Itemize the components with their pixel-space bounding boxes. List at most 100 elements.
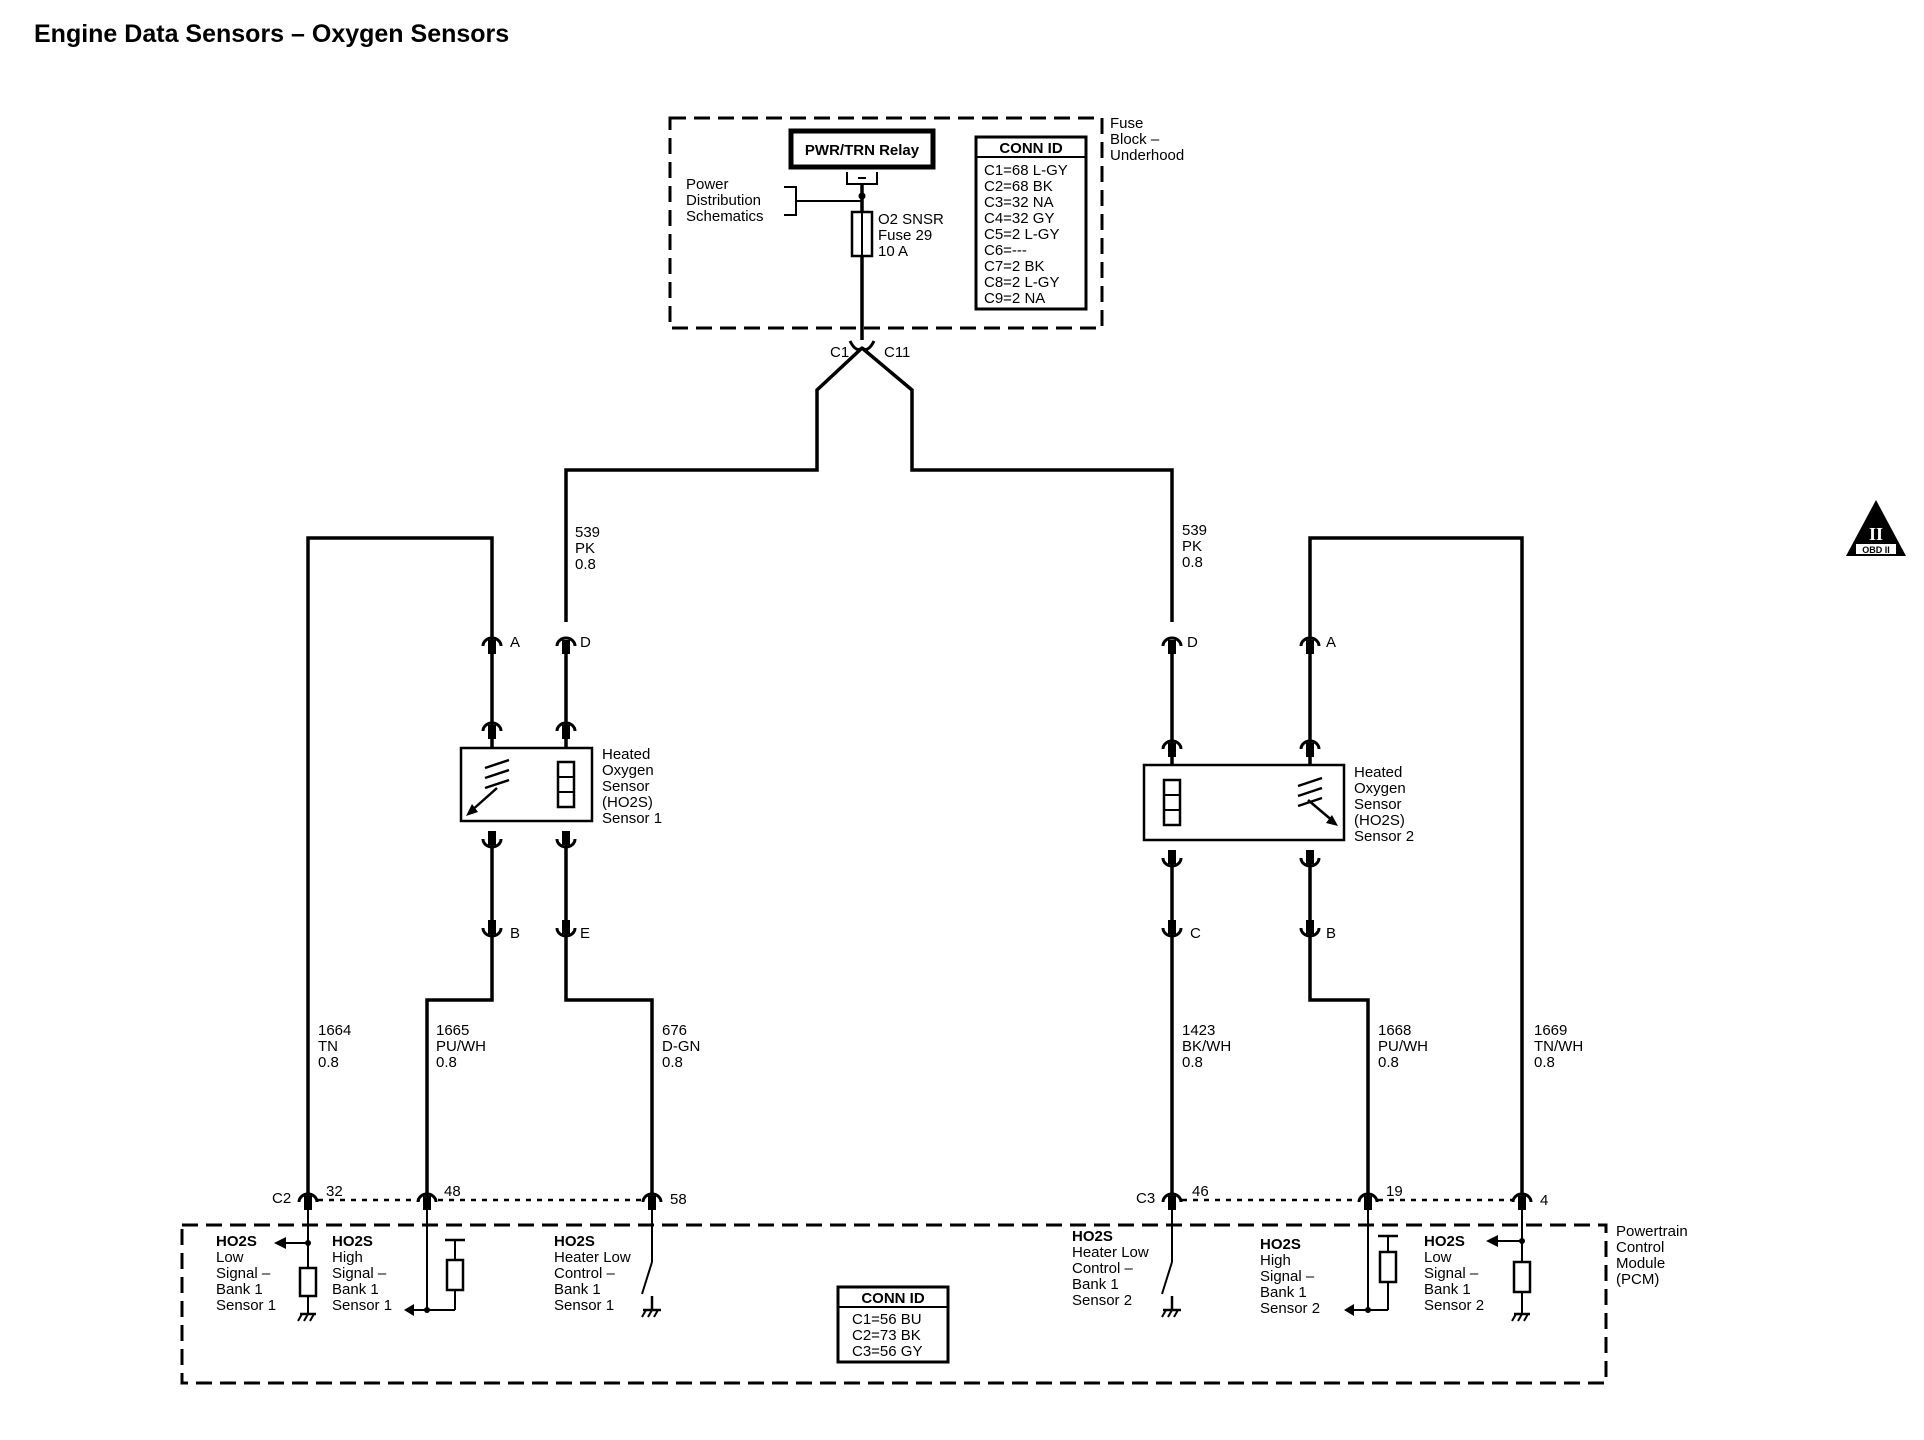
pcm-conn-table [836,1285,950,1364]
ho2s-sensor-2: D A Heated Oxygen Sensor (HO2S) Sensor 2… [1142,536,1524,1198]
pin-label: A [1326,634,1336,651]
pcm-circuit-label: Control – [554,1265,616,1282]
connector-pin-b [1299,918,1321,938]
obd-numeral: II [1869,524,1883,544]
arrow-left-icon [1344,1304,1354,1316]
pcm-circuit-label: Control – [1072,1260,1134,1277]
connector-pin-c [1161,918,1183,938]
power-ref-1: Power [686,176,729,193]
pin-label: D [1187,634,1198,651]
wire-1664 [306,536,494,1198]
pcm-circuit-label: Sensor 2 [1424,1297,1484,1314]
pcm-label: Powertrain [1616,1223,1688,1240]
wire-label: 0.8 [1534,1054,1555,1071]
pcm-circuit-label: Signal – [1424,1265,1479,1282]
wire-1669 [1308,536,1524,1198]
pin-label: E [580,925,590,942]
wire-label: BK/WH [1182,1038,1231,1055]
pcm-circuit-label: Sensor 1 [554,1297,614,1314]
pcm-conn-row: C2=73 BK [852,1327,921,1344]
ground-icon [296,1312,318,1323]
sensor-1-label: Sensor [602,778,650,795]
fuse-conn-row: C2=68 BK [984,178,1053,195]
resistor-icon [445,1258,465,1292]
ground-icon [1510,1312,1532,1323]
wire-1668 [1308,850,1370,1198]
pcm-circuit-label: Sensor 1 [332,1297,392,1314]
pcm-conn-row: C3=56 GY [852,1343,922,1360]
obd-ii-icon [1846,500,1906,556]
wire-label: 1668 [1378,1022,1411,1039]
pcm-circuit-label: HO2S [1072,1228,1113,1245]
sensor-1-label: Sensor 1 [602,810,662,827]
connector-pin-a [481,636,503,656]
pcm-label: Control [1616,1239,1664,1256]
pcm-circuit-label: Heater Low [554,1249,631,1266]
fuse-block-outline [668,116,1104,330]
pcm-circuit-label: Signal – [332,1265,387,1282]
fuse-label-3: 10 A [878,243,908,260]
arrow-left-icon [274,1237,286,1249]
wire-label: 676 [662,1022,687,1039]
pcm-circuit-label: Heater Low [1072,1244,1149,1261]
pcm-pin-label: 32 [326,1183,343,1200]
pcm-circuit-label: HO2S [332,1233,373,1250]
wire-label: PU/WH [436,1038,486,1055]
pcm-label: Module [1616,1255,1665,1272]
fuse-conn-title: CONN ID [999,140,1063,157]
pcm-circuit-label: HO2S [1424,1233,1465,1250]
wire-539-left [564,346,864,622]
connector-pin-a [1299,636,1321,656]
conn-c1-label: C1 [830,344,849,361]
wire-676 [564,922,654,1198]
obd-ii-badge: II OBD II [1846,500,1906,556]
wire-label: 1664 [318,1022,351,1039]
resistor-icon [298,1266,318,1298]
connector-pin-e [555,918,577,938]
pcm-connector-label: C3 [1136,1190,1155,1207]
fuse-conn-row: C5=2 L-GY [984,226,1059,243]
arrow-left-icon [404,1304,414,1316]
sensor-2-label: Sensor 2 [1354,828,1414,845]
wire-label: PK [575,540,595,557]
connector-pin-b [481,918,503,938]
pin-label: A [510,634,520,651]
page-title: Engine Data Sensors – Oxygen Sensors [34,20,510,48]
pcm-label: (PCM) [1616,1271,1659,1288]
power-ref-3: Schematics [686,208,764,225]
relay-box [788,128,936,170]
pcm: C2 C3 32 48 58 46 19 4 Powertrain Contro… [180,1183,1688,1385]
arrow-left-icon [1486,1235,1498,1247]
wire-label: 0.8 [318,1054,339,1071]
sensor-2-label: Heated [1354,764,1402,781]
fuse-conn-row: C1=68 L-GY [984,162,1068,179]
pcm-circuit-label: HO2S [554,1233,595,1250]
fuse-conn-row: C9=2 NA [984,290,1045,307]
ho2s-sensor-1: A D Heated Oxygen Sensor (HO2S) Sensor 1… [306,536,662,1198]
wire-539-right [860,346,1174,622]
pcm-circuit-label: HO2S [1260,1236,1301,1253]
sensor-2-label: Sensor [1354,796,1402,813]
wire-label: 0.8 [662,1054,683,1071]
wire-label: 539 [1182,522,1207,539]
connector-pin-d [1161,636,1183,656]
pcm-circuit-label: Bank 1 [1072,1276,1119,1293]
wire-label: PK [1182,538,1202,555]
switch-icon [641,1261,653,1295]
pcm-circuit-label: Bank 1 [332,1281,379,1298]
pin-label: B [1326,925,1336,942]
pin-label: D [580,634,591,651]
sensor-2-label: (HO2S) [1354,812,1405,829]
wire-label: 0.8 [436,1054,457,1071]
pcm-circuit-label: High [332,1249,363,1266]
fuse-conn-row: C8=2 L-GY [984,274,1059,291]
fuse-label-2: Fuse 29 [878,227,932,244]
pcm-circuit-label: Signal – [1260,1268,1315,1285]
fuse-conn-row: C7=2 BK [984,258,1044,275]
pin-label: C [1190,925,1201,942]
pcm-circuit-label: HO2S [216,1233,257,1250]
resistor-icon [1512,1260,1532,1294]
pcm-outline [180,1223,1608,1385]
fuse-conn-row: C4=32 GY [984,210,1054,227]
wire-label: 1669 [1534,1022,1567,1039]
